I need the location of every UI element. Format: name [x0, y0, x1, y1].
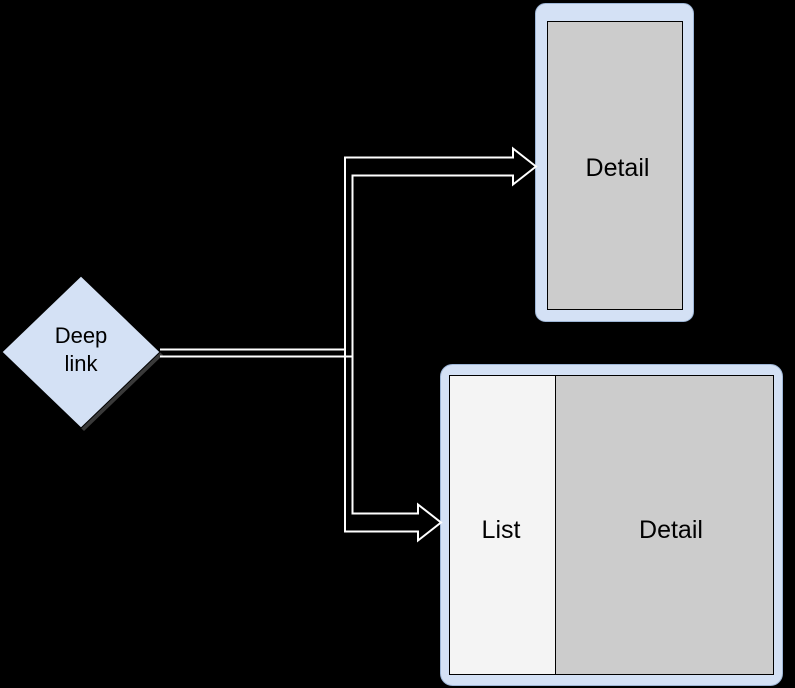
deep-link-rhombus: [1, 275, 161, 429]
edge-deep-link-to-list-detail-outline: [160, 348, 443, 543]
edge-deep-link-to-detail-outline: [160, 146, 538, 358]
node-deep-link[interactable]: [1, 275, 163, 431]
node-list-detail-bottom[interactable]: [440, 364, 783, 686]
node-detail-top[interactable]: [535, 3, 694, 322]
detail-top-panel: [547, 21, 683, 310]
detail-panel: [555, 375, 774, 675]
edge-deep-link-to-detail[interactable]: [160, 146, 538, 358]
edge-deep-link-to-list-detail[interactable]: [160, 348, 443, 543]
list-panel: [449, 375, 556, 675]
